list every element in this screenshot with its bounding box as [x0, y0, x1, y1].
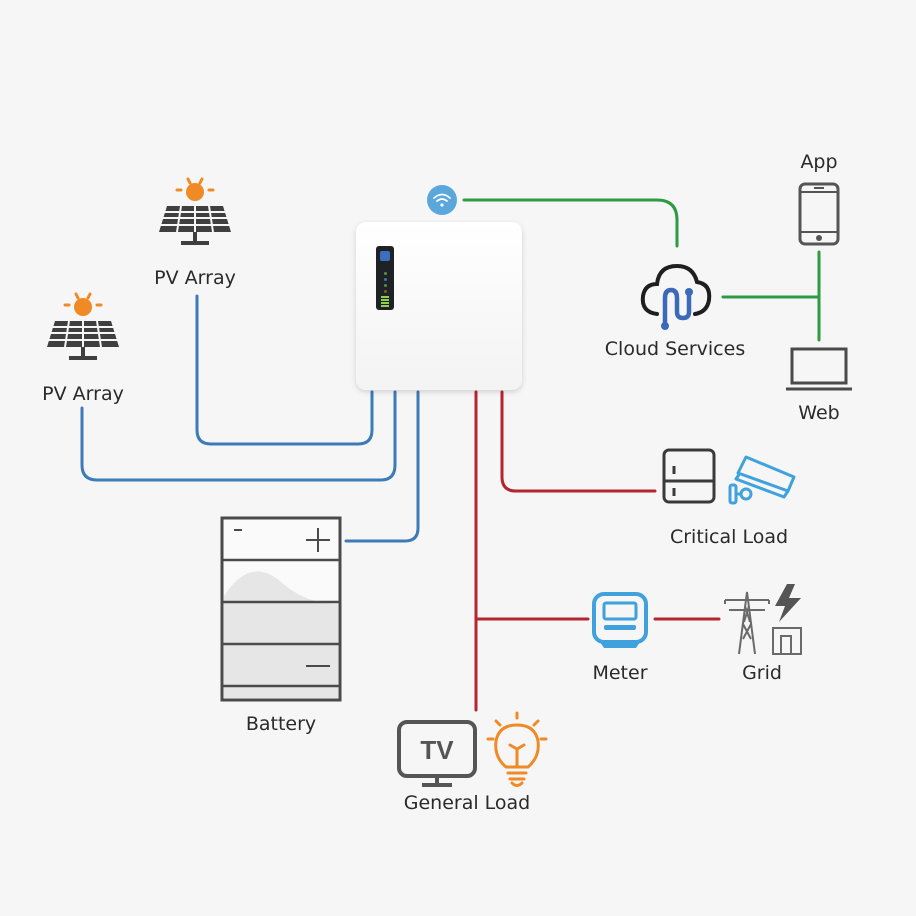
laptop-icon [786, 346, 852, 396]
security-camera-icon [728, 451, 800, 509]
edge-inverter-critical-load [500, 390, 657, 493]
app-label: App [800, 151, 838, 173]
power-tower-icon [721, 584, 807, 660]
edge-battery-inverter [344, 390, 420, 543]
wifi-icon [427, 185, 457, 219]
pv-array-2-label: PV Array [42, 383, 124, 405]
smartphone-icon [798, 182, 840, 250]
light-bulb-icon [486, 711, 548, 793]
general-load-label: General Load [403, 792, 531, 814]
tv-icon: TV [396, 719, 478, 793]
battery-icon [220, 516, 342, 706]
critical-load-label: Critical Load [669, 526, 789, 548]
inverter-display-panel [376, 246, 394, 310]
tv-text: TV [420, 735, 454, 765]
battery-label: Battery [245, 713, 317, 735]
edge-wifi-cloud [462, 198, 679, 248]
cloud-services-label: Cloud Services [604, 338, 746, 360]
web-label: Web [798, 402, 840, 424]
meter-label: Meter [592, 662, 648, 684]
solar-panel-icon [155, 176, 235, 256]
meter-icon [592, 592, 650, 654]
grid-label: Grid [742, 662, 782, 684]
inverter[interactable] [356, 222, 522, 390]
edge-pv2-inverter [80, 390, 397, 482]
fridge-icon [662, 448, 716, 508]
edge-pv1-inverter [195, 294, 374, 446]
cloud-icon [637, 256, 715, 336]
solar-panel-icon [43, 291, 123, 371]
pv-array-1-label: PV Array [154, 267, 236, 289]
brand-logo-icon [380, 251, 390, 261]
